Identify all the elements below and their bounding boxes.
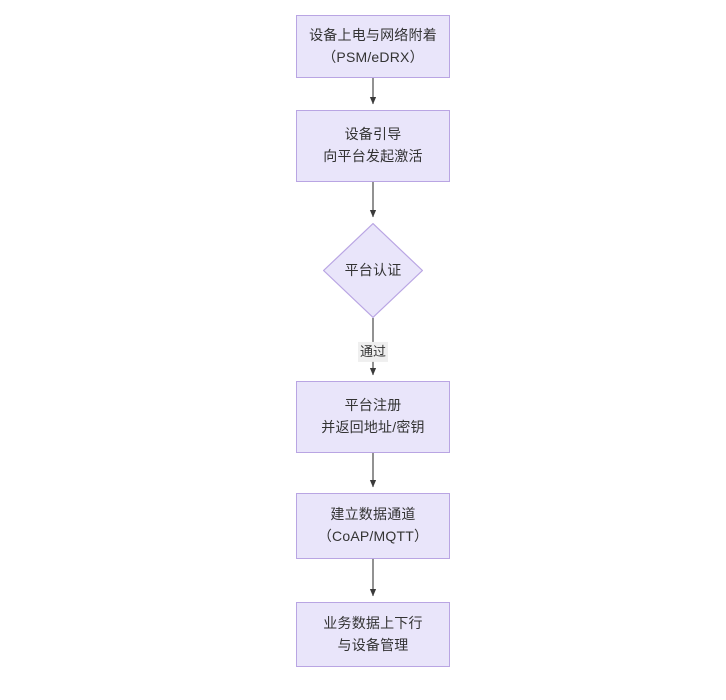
node-bootstrap-line-1: 设备引导: [344, 126, 402, 143]
node-business-data-line-2: 与设备管理: [337, 636, 409, 653]
node-data-channel-line-2: （CoAP/MQTT）: [317, 528, 429, 544]
node-business-data-line-1: 业务数据上下行: [323, 614, 423, 631]
node-bootstrap-line-2: 向平台发起激活: [323, 148, 423, 164]
node-power-on[interactable]: 设备上电与网络附着 （PSM/eDRX）: [296, 15, 450, 78]
diamond-shape: [323, 223, 423, 318]
node-bootstrap[interactable]: 设备引导 向平台发起激活: [296, 110, 450, 182]
node-power-on-line-2: （PSM/eDRX）: [322, 48, 424, 65]
node-data-channel-line-1: 建立数据通道: [330, 506, 416, 523]
node-business-data[interactable]: 业务数据上下行 与设备管理: [296, 602, 450, 667]
node-platform-register-line-2: 并返回地址/密钥: [321, 419, 425, 435]
node-power-on-line-1: 设备上电与网络附着: [309, 26, 437, 43]
node-data-channel[interactable]: 建立数据通道 （CoAP/MQTT）: [296, 493, 450, 559]
edge-label-pass: 通过: [357, 341, 389, 363]
node-platform-register[interactable]: 平台注册 并返回地址/密钥: [296, 381, 450, 453]
node-platform-auth-label: 平台认证: [344, 261, 402, 278]
node-platform-auth[interactable]: 平台认证: [323, 223, 423, 318]
node-platform-register-line-1: 平台注册: [344, 397, 402, 414]
